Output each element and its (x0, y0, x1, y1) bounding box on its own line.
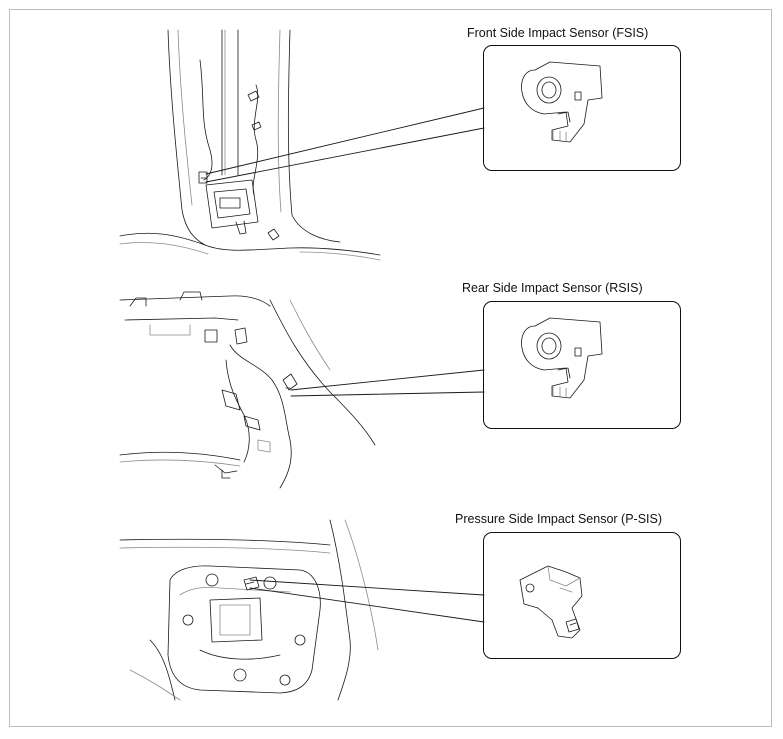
psis-leader-line (249, 579, 485, 623)
rsis-leader-line (290, 369, 485, 397)
rear-quarter-illustration (119, 291, 376, 489)
rsis-label: Rear Side Impact Sensor (RSIS) (462, 281, 643, 295)
front-door-illustration (119, 519, 379, 701)
rsis-sensor-icon (521, 317, 603, 399)
fsis-sensor-icon (521, 61, 603, 143)
psis-label: Pressure Side Impact Sensor (P-SIS) (455, 512, 663, 526)
b-pillar-illustration (119, 29, 381, 261)
psis-sensor-icon (519, 565, 583, 639)
rsis-inset-box (483, 301, 681, 429)
fsis-leader-line (205, 107, 485, 183)
fsis-label: Front Side Impact Sensor (FSIS) (467, 26, 649, 40)
